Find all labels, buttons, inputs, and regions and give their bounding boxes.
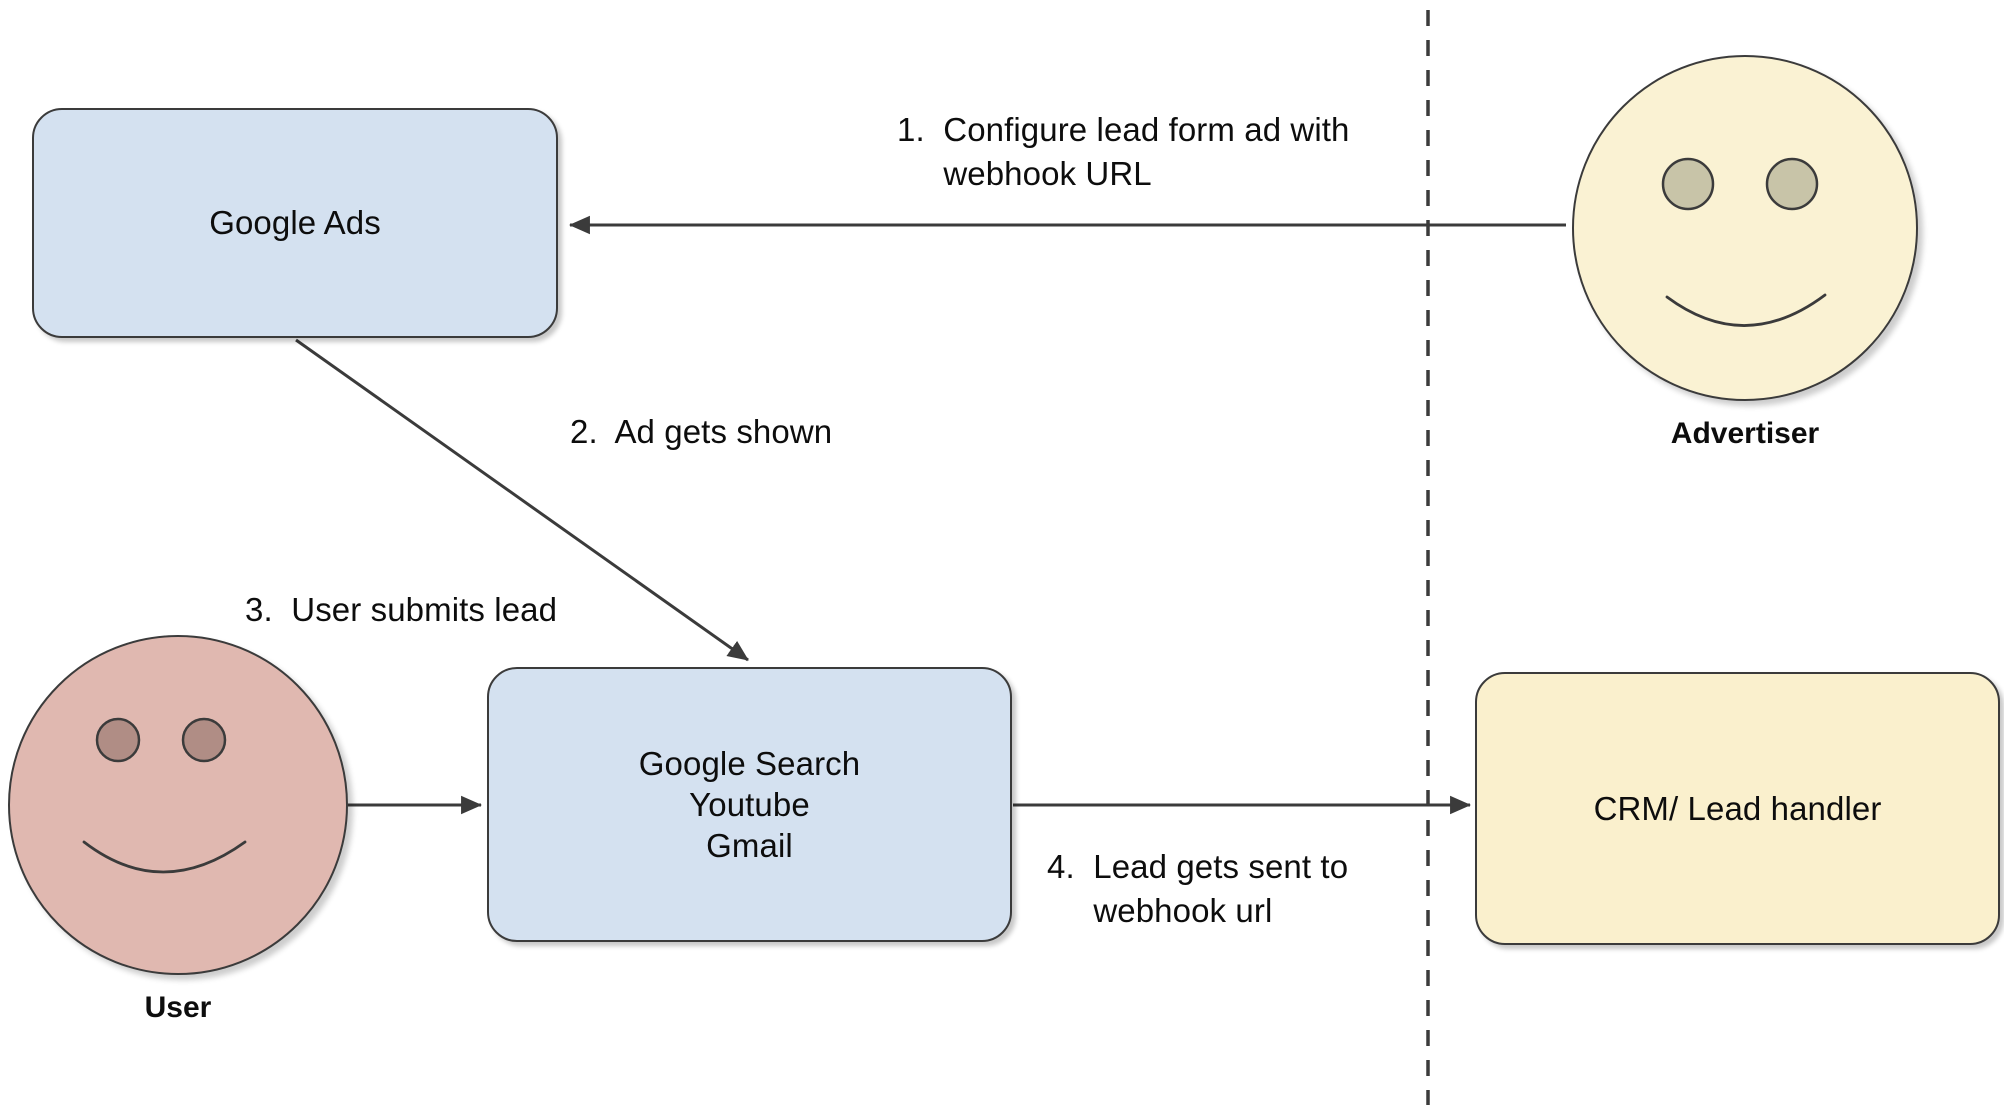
node-google-properties[interactable]: Google Search Youtube Gmail [487,667,1012,942]
actor-user[interactable]: User [8,635,348,1024]
advertiser-smile-icon [1665,293,1827,327]
actor-advertiser-label: Advertiser [1670,417,1820,450]
advertiser-face-circle [1572,55,1918,401]
node-crm-lead-handler-label: CRM/ Lead handler [1593,789,1882,827]
user-smile-icon [82,840,247,874]
edge-label-step-4: 4. Lead gets sent to webhook url [1047,848,1349,929]
node-google-ads[interactable]: Google Ads [32,108,558,338]
user-smiley-icon [82,717,247,874]
user-face-circle [8,635,348,975]
node-google-properties-label: Google Search Youtube Gmail [638,744,861,865]
arrow-google-ads-to-google-properties [295,338,749,662]
advertiser-smiley-icon [1661,157,1827,327]
node-crm-lead-handler[interactable]: CRM/ Lead handler [1475,672,2000,945]
user-right-eye-icon [181,717,227,763]
actor-advertiser[interactable]: Advertiser [1572,55,1918,450]
advertiser-right-eye-icon [1765,157,1819,211]
user-left-eye-icon [95,717,141,763]
node-google-ads-label: Google Ads [209,204,381,242]
edge-label-step-1: 1. Configure lead form ad with webhook U… [897,111,1350,192]
edge-label-step-2: 2. Ad gets shown [570,413,833,450]
actor-user-label: User [144,991,212,1024]
edge-label-step-3: 3. User submits lead [245,591,558,628]
advertiser-left-eye-icon [1661,157,1715,211]
